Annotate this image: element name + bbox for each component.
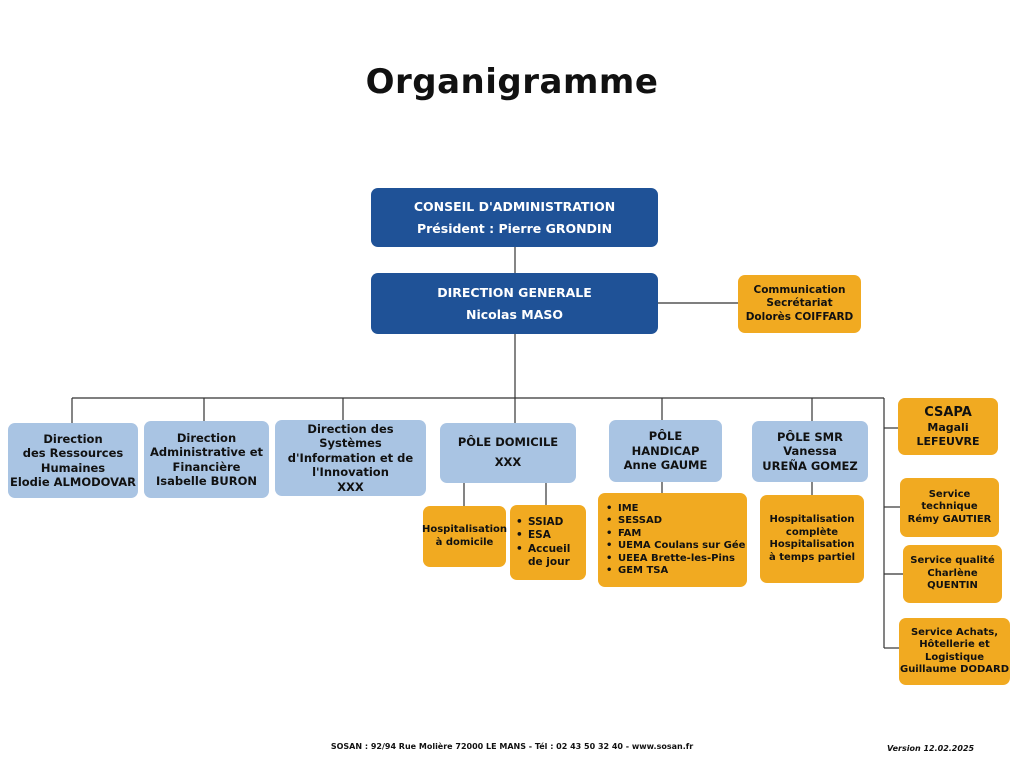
service-qualite-line2: Charlène: [927, 567, 978, 579]
pole-smr-line1: PÔLE SMR: [777, 429, 843, 444]
pole-smr-line2: Vanessa: [783, 444, 837, 459]
pole-smr-box: PÔLE SMR Vanessa UREÑA GOMEZ: [752, 421, 868, 482]
csapa-title: CSAPA: [924, 404, 972, 420]
handicap-service-item: FAM: [606, 528, 745, 541]
pole-domicile-title: PÔLE DOMICILE: [457, 435, 559, 450]
service-achats-line3: Logistique: [924, 651, 985, 663]
daf-box: Direction Administrative et Financière I…: [144, 421, 269, 498]
communication-line3: Dolorès COIFFARD: [745, 310, 854, 323]
pole-handicap-line3: Anne GAUME: [623, 458, 708, 473]
communication-line1: Communication: [753, 284, 846, 297]
pole-domicile-name: XXX: [494, 455, 522, 469]
service-qualite-line1: Service qualité: [910, 555, 995, 567]
dsi-line1: Direction des Systèmes: [307, 422, 394, 451]
domicile-service-item: Accueil de jour: [516, 543, 576, 569]
domicile-services-box: SSIAD ESA Accueil de jour: [510, 505, 586, 580]
daf-line4: Isabelle BURON: [156, 473, 257, 488]
handicap-service-item: SESSAD: [606, 515, 745, 528]
dsi-line3: l'Innovation: [312, 465, 389, 480]
handicap-service-item: UEMA Coulans sur Gée: [606, 540, 745, 553]
service-achats-box: Service Achats, Hôtellerie et Logistique…: [899, 618, 1010, 685]
smr-services-line1: Hospitalisation: [769, 514, 855, 525]
service-achats-line4: Guillaume DODARD: [899, 664, 1009, 675]
domicile-service-item: SSIAD: [516, 516, 576, 529]
conseil-title: CONSEIL D'ADMINISTRATION: [413, 199, 616, 215]
pole-smr-line3: UREÑA GOMEZ: [762, 458, 858, 473]
handicap-service-item: GEM TSA: [606, 565, 745, 578]
pole-handicap-box: PÔLE HANDICAP Anne GAUME: [609, 420, 722, 482]
version-label: Version 12.02.2025: [887, 744, 975, 753]
pole-handicap-line1: PÔLE: [648, 429, 683, 444]
page-title: Organigramme: [365, 62, 659, 102]
drh-line3: Humaines: [40, 460, 106, 475]
direction-generale-box: DIRECTION GENERALE Nicolas MASO: [371, 273, 658, 334]
hospitalisation-domicile-line2: à domicile: [435, 536, 494, 548]
service-technique-box: Service technique Rémy GAUTIER: [900, 478, 999, 537]
conseil-administration-box: CONSEIL D'ADMINISTRATION Président : Pie…: [371, 188, 658, 247]
drh-line2: des Ressources: [22, 446, 124, 461]
service-technique-line1: Service: [928, 488, 971, 500]
communication-line2: Secrétariat: [766, 297, 833, 310]
service-achats-line2: Hôtellerie et: [919, 639, 990, 650]
smr-services-line2: complète: [785, 526, 839, 538]
pole-handicap-line2: HANDICAP: [631, 443, 700, 458]
daf-line2: Administrative et: [150, 445, 263, 460]
drh-line1: Direction: [43, 431, 103, 446]
service-qualite-box: Service qualité Charlène QUENTIN: [903, 545, 1002, 603]
conseil-president: Président : Pierre GRONDIN: [416, 220, 613, 236]
service-qualite-line3: QUENTIN: [927, 580, 978, 592]
drh-line4: Elodie ALMODOVAR: [9, 474, 136, 489]
daf-line3: Financière: [172, 459, 241, 474]
smr-services-line4: à temps partiel: [768, 551, 856, 563]
service-achats-line1: Service Achats,: [910, 626, 999, 638]
smr-services-line3: Hospitalisation: [769, 539, 855, 550]
communication-box: Communication Secrétariat Dolorès COIFFA…: [738, 275, 861, 333]
direction-generale-name: Nicolas MASO: [466, 306, 563, 322]
csapa-line3: LEFEUVRE: [916, 434, 980, 448]
handicap-services-box: IME SESSAD FAM UEMA Coulans sur Gée UEEA…: [598, 493, 747, 587]
handicap-service-item: IME: [606, 503, 745, 516]
service-technique-line2: technique: [921, 501, 978, 513]
handicap-service-item: UEEA Brette-les-Pins: [606, 553, 745, 566]
pole-domicile-box: PÔLE DOMICILE XXX: [440, 423, 576, 483]
dsi-box: Direction des Systèmes d'Information et …: [275, 420, 426, 496]
hospitalisation-domicile-box: Hospitalisation à domicile: [421, 506, 508, 567]
footer-address: SOSAN : 92/94 Rue Molière 72000 LE MANS …: [330, 742, 694, 751]
csapa-box: CSAPA Magali LEFEUVRE: [898, 398, 998, 455]
daf-line1: Direction: [176, 430, 237, 445]
hospitalisation-domicile-line1: Hospitalisation: [421, 524, 508, 535]
smr-services-box: Hospitalisation complète Hospitalisation…: [760, 495, 864, 583]
drh-box: Direction des Ressources Humaines Elodie…: [8, 423, 138, 498]
dsi-line4: XXX: [337, 479, 364, 494]
service-technique-line3: Rémy GAUTIER: [907, 513, 992, 525]
domicile-service-item: ESA: [516, 529, 576, 542]
csapa-line2: Magali: [927, 420, 969, 434]
direction-generale-title: DIRECTION GENERALE: [437, 285, 592, 301]
dsi-line2: d'Information et de: [287, 450, 414, 465]
